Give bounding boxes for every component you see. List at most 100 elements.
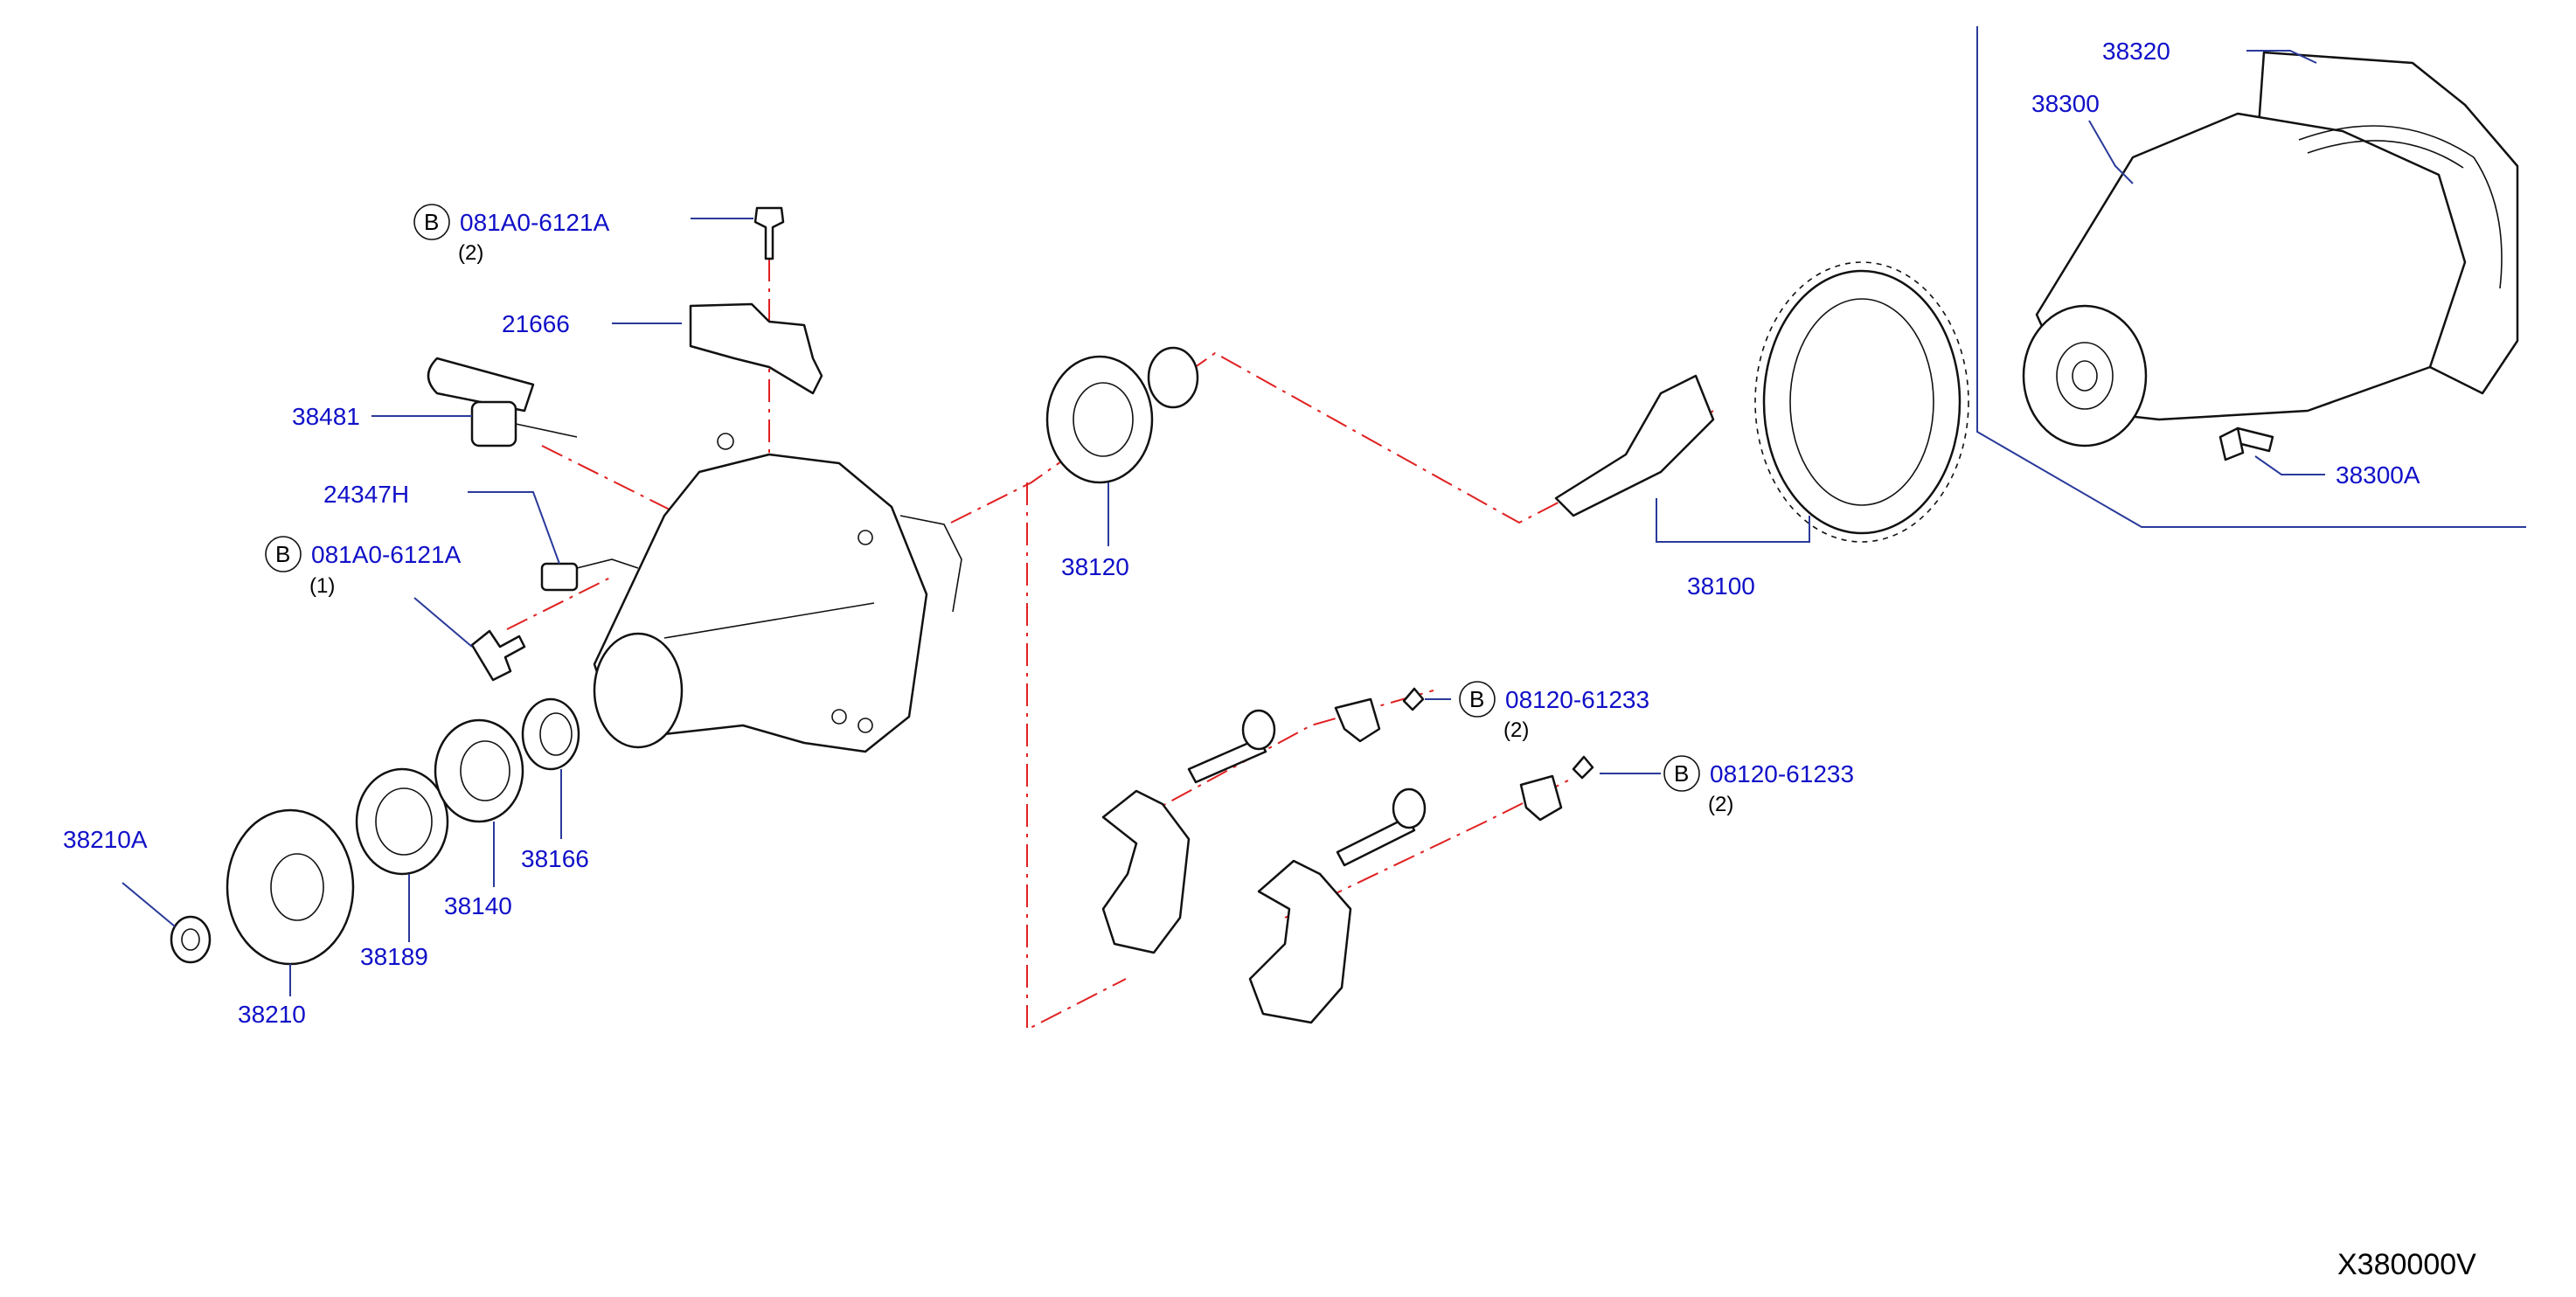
bolt-callout-3: B 08120-61233 (2) <box>1459 681 1649 742</box>
ring-gear-teeth <box>1754 261 1969 543</box>
housing-side <box>899 515 962 613</box>
bolt-code-2[interactable]: 081A0-6121A <box>311 541 462 568</box>
seal-38189-inner <box>375 787 433 856</box>
bearing-38120[interactable] <box>1045 355 1154 484</box>
bolt-code-1[interactable]: 081A0-6121A <box>460 209 610 236</box>
bearing-cap-2[interactable] <box>1248 859 1352 1024</box>
leader-38300A <box>2254 455 2325 475</box>
badge-circle-2 <box>265 536 302 572</box>
housing-rib <box>663 602 875 639</box>
dash-cap1-line <box>1135 690 1434 821</box>
leader-24347H <box>468 491 560 565</box>
nut-38210A-bore <box>181 928 200 951</box>
cap-bolt-1-head <box>1241 709 1276 751</box>
gear-set-38100: 38100 <box>1554 261 1969 600</box>
cap-bolt-2[interactable] <box>1336 815 1416 867</box>
sensor-24347H-group: 24347H <box>323 481 639 592</box>
leader-38210A <box>122 882 176 927</box>
bearing-38140-inner <box>460 740 510 801</box>
housing-hole-2 <box>717 433 734 450</box>
bolt-08120-upper[interactable] <box>1402 687 1425 711</box>
dash-cap-line <box>1026 482 1127 1031</box>
label-38300A[interactable]: 38300A <box>2336 461 2420 489</box>
bearing-cap-1[interactable] <box>1101 789 1191 954</box>
label-38481[interactable]: 38481 <box>292 403 360 430</box>
bolt-callout-4: B 08120-61233 (2) <box>1663 755 1854 816</box>
seal-38189[interactable] <box>355 767 449 876</box>
sensor-24347H-body[interactable] <box>540 562 579 592</box>
nut-38210A[interactable] <box>170 915 212 964</box>
cap-bolt-1[interactable] <box>1187 737 1267 784</box>
label-38166[interactable]: 38166 <box>521 845 589 872</box>
bearing-caps <box>1101 687 1661 1024</box>
sensor-38481-group: 38481 <box>292 357 578 447</box>
label-38100[interactable]: 38100 <box>1687 572 1755 600</box>
ring-gear-inner <box>1789 298 1934 506</box>
bolt-code-3[interactable]: 08120-61233 <box>1505 686 1649 713</box>
clip-1 <box>1334 697 1381 743</box>
inset-flange-bore <box>2072 360 2098 392</box>
label-38189[interactable]: 38189 <box>360 943 428 970</box>
badge-circle-1 <box>413 204 450 240</box>
label-38320[interactable]: 38320 <box>2102 38 2170 65</box>
sensor-38481-body <box>470 400 517 447</box>
cap-bolt-2-head <box>1392 787 1427 829</box>
bolt-081A0-left[interactable] <box>470 629 526 682</box>
badge-circle-4 <box>1663 755 1700 792</box>
bolt-38300A-head <box>2218 427 2245 461</box>
leader-38100 <box>1656 498 1810 543</box>
label-24347H[interactable]: 24347H <box>323 481 409 508</box>
housing-hole-3 <box>831 709 847 725</box>
spacer-38166[interactable] <box>521 697 580 771</box>
flange-38210[interactable] <box>226 808 355 966</box>
bearing-38120-inner <box>1073 382 1134 457</box>
sensor-24347H-lead <box>576 558 639 569</box>
badge-letter-4: B <box>1674 760 1689 787</box>
bolt-qty-3: (2) <box>1503 718 1529 742</box>
badge-letter-3: B <box>1469 686 1484 712</box>
inset-flange-hub <box>2056 342 2114 410</box>
bolt-code-4[interactable]: 08120-61233 <box>1710 760 1854 787</box>
spacer-38166-inner <box>539 712 573 756</box>
label-38210[interactable]: 38210 <box>238 1001 306 1028</box>
inset-ring-gear <box>2298 125 2503 289</box>
carrier-housing[interactable] <box>593 433 962 753</box>
pinion-gear[interactable] <box>1554 374 1715 517</box>
label-38210A[interactable]: 38210A <box>63 826 148 853</box>
bracket-21666[interactable] <box>689 302 823 395</box>
label-38140[interactable]: 38140 <box>444 892 512 919</box>
ring-gear[interactable] <box>1762 269 1962 535</box>
label-38120[interactable]: 38120 <box>1061 553 1129 580</box>
inset-ring-gear-inner <box>2307 140 2464 169</box>
housing-hole-1 <box>858 530 873 545</box>
bolt-callout-1: B 081A0-6121A (2) <box>413 204 610 265</box>
flange-38210-hub <box>270 853 324 921</box>
badge-letter-2: B <box>275 541 290 567</box>
assembly-inset: 38320 38300 38300A <box>1976 26 2526 528</box>
bolt-qty-4: (2) <box>1708 793 1733 816</box>
bolt-08120-lower[interactable] <box>1572 755 1594 780</box>
sensor-38481-probe <box>515 423 578 438</box>
pinion-stack: 38210A 38210 38189 38140 38166 <box>63 697 589 1028</box>
clip-2 <box>1519 774 1563 822</box>
leader-38300 <box>2088 120 2134 184</box>
bearing-38140[interactable] <box>434 718 524 823</box>
bolt-qty-1: (2) <box>458 241 483 265</box>
bracket-group: 21666 <box>502 206 823 395</box>
badge-circle-3 <box>1459 681 1496 718</box>
bolt-qty-2: (1) <box>309 574 335 598</box>
label-21666[interactable]: 21666 <box>502 310 570 337</box>
carrier-housing-opening <box>593 632 684 749</box>
bolt-callout-2: B 081A0-6121A (1) <box>265 536 462 598</box>
inset-flange <box>2022 304 2148 447</box>
housing-hole-4 <box>858 718 873 733</box>
bearing-38120-group: 38120 <box>1045 346 1199 580</box>
dash-sensor-line <box>541 445 700 525</box>
label-38300[interactable]: 38300 <box>2031 90 2100 117</box>
bolt-081A0-top[interactable] <box>753 206 785 260</box>
leader-bolt-left <box>413 597 473 648</box>
badge-letter-1: B <box>424 209 439 235</box>
dash-bolt-line <box>506 576 613 630</box>
bolt-081A0-left-group <box>413 597 526 682</box>
